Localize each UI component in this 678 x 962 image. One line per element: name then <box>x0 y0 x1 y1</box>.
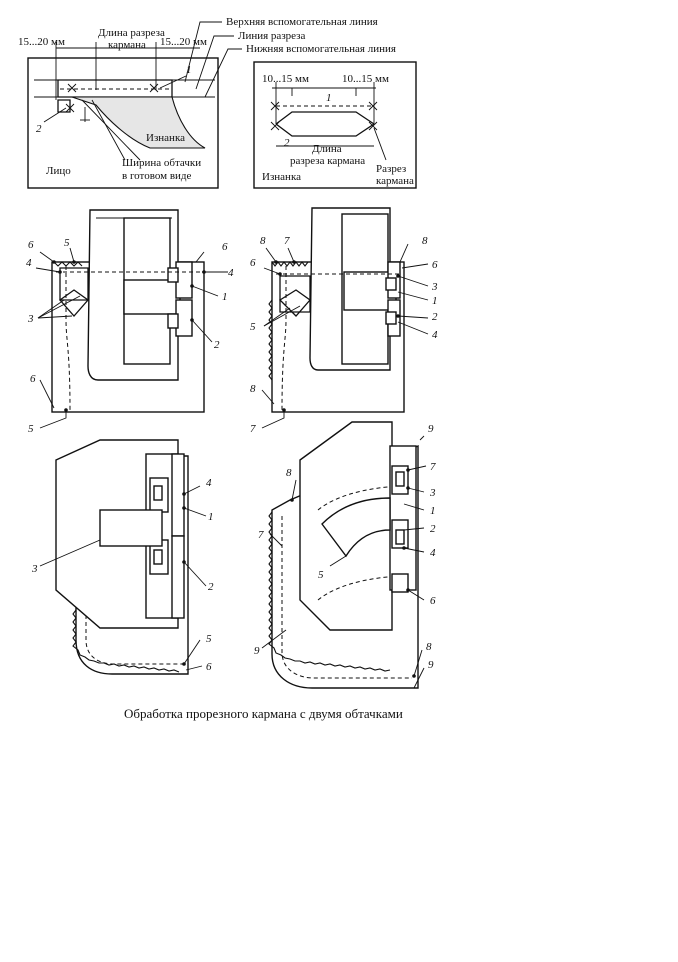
tl-right-side-label: Лицо <box>46 165 71 177</box>
f5-num-6: 6 <box>206 661 212 673</box>
f5-num-3: 3 <box>31 563 38 575</box>
tr-slit-label-2: кармана <box>376 175 414 187</box>
f6-num-9a: 9 <box>428 423 434 435</box>
f4-num-3: 3 <box>431 281 438 293</box>
f6-num-8a: 8 <box>286 467 292 479</box>
leader-lower-aux-label: Нижняя вспомогательная линия <box>246 43 396 55</box>
f3-num-4b: 4 <box>228 267 234 279</box>
f6-num-2: 2 <box>430 523 436 535</box>
f5-num-2: 2 <box>208 581 214 593</box>
tr-slit-len-label-2: разреза кармана <box>290 155 365 167</box>
f3-num-4a: 4 <box>26 257 32 269</box>
f3-num-6b: 6 <box>222 241 228 253</box>
tl-num-1: 1 <box>186 64 192 76</box>
f5-num-4: 4 <box>206 477 212 489</box>
figure-pocket-finished <box>261 421 427 689</box>
f4-num-6a: 6 <box>250 257 256 269</box>
f3-num-5b: 5 <box>28 423 34 435</box>
dim-slit-label-2: кармана <box>108 39 146 51</box>
f4-num-5: 5 <box>250 321 256 333</box>
tl-num-2: 2 <box>36 123 42 135</box>
tr-dim-right-label: 10...15 мм <box>342 73 389 85</box>
tr-num-1: 1 <box>326 92 332 104</box>
tr-dim-left-label: 10...15 мм <box>262 73 309 85</box>
figure-caption: Обработка прорезного кармана с двумя обт… <box>124 706 403 721</box>
facing-width-label-1: Ширина обтачки <box>122 157 201 169</box>
slit-opening <box>99 509 163 547</box>
f3-num-6a: 6 <box>28 239 34 251</box>
f6-num-9b: 9 <box>254 645 260 657</box>
panel-marking-left <box>27 21 242 189</box>
f3-num-1: 1 <box>222 291 228 303</box>
f5-num-5: 5 <box>206 633 212 645</box>
f4-num-4: 4 <box>432 329 438 341</box>
f4-num-8b: 8 <box>422 235 428 247</box>
f6-num-5: 5 <box>318 569 324 581</box>
tl-wrong-side-label: Изнанка <box>146 132 185 144</box>
f3-num-2: 2 <box>214 339 220 351</box>
f4-num-7a: 7 <box>284 235 290 247</box>
f6-num-9c: 9 <box>428 659 434 671</box>
leader-upper-aux-label: Верхняя вспомогательная линия <box>226 16 378 28</box>
f3-num-3: 3 <box>27 313 34 325</box>
f3-num-6c: 6 <box>30 373 36 385</box>
f4-num-8c: 8 <box>250 383 256 395</box>
dim-right-label: 15...20 мм <box>160 36 207 48</box>
f6-num-8b: 8 <box>426 641 432 653</box>
f6-num-7b: 7 <box>258 529 264 541</box>
tr-slit-label-1: Разрез <box>376 163 406 175</box>
tr-slit-len-label-1: Длина <box>312 143 342 155</box>
tr-wrong-side-label: Изнанка <box>262 171 301 183</box>
f4-num-8a: 8 <box>260 235 266 247</box>
f5-num-1: 1 <box>208 511 214 523</box>
leader-cut-label: Линия разреза <box>238 30 306 42</box>
f4-num-7b: 7 <box>250 423 256 435</box>
f6-num-1: 1 <box>430 505 436 517</box>
dim-slit-label-1: Длина разреза <box>98 27 165 39</box>
figure-pocket-bag-attached <box>39 439 207 675</box>
f6-num-7a: 7 <box>430 461 436 473</box>
tr-num-2: 2 <box>284 137 290 149</box>
facing-width-label-2: в готовом виде <box>122 170 191 182</box>
f4-num-1: 1 <box>432 295 438 307</box>
f6-num-4: 4 <box>430 547 436 559</box>
panel-marking-right <box>253 61 417 189</box>
figure-turned-facings <box>261 207 429 429</box>
f4-num-2: 2 <box>432 311 438 323</box>
f6-num-3: 3 <box>429 487 436 499</box>
fabric-frame-right <box>253 61 417 189</box>
dim-left-label: 15...20 мм <box>18 36 65 48</box>
f6-num-6: 6 <box>430 595 436 607</box>
f4-num-6b: 6 <box>432 259 438 271</box>
figure-stitched-facings <box>35 209 228 429</box>
f3-num-5a: 5 <box>64 237 70 249</box>
slit-opening-2 <box>321 497 391 558</box>
